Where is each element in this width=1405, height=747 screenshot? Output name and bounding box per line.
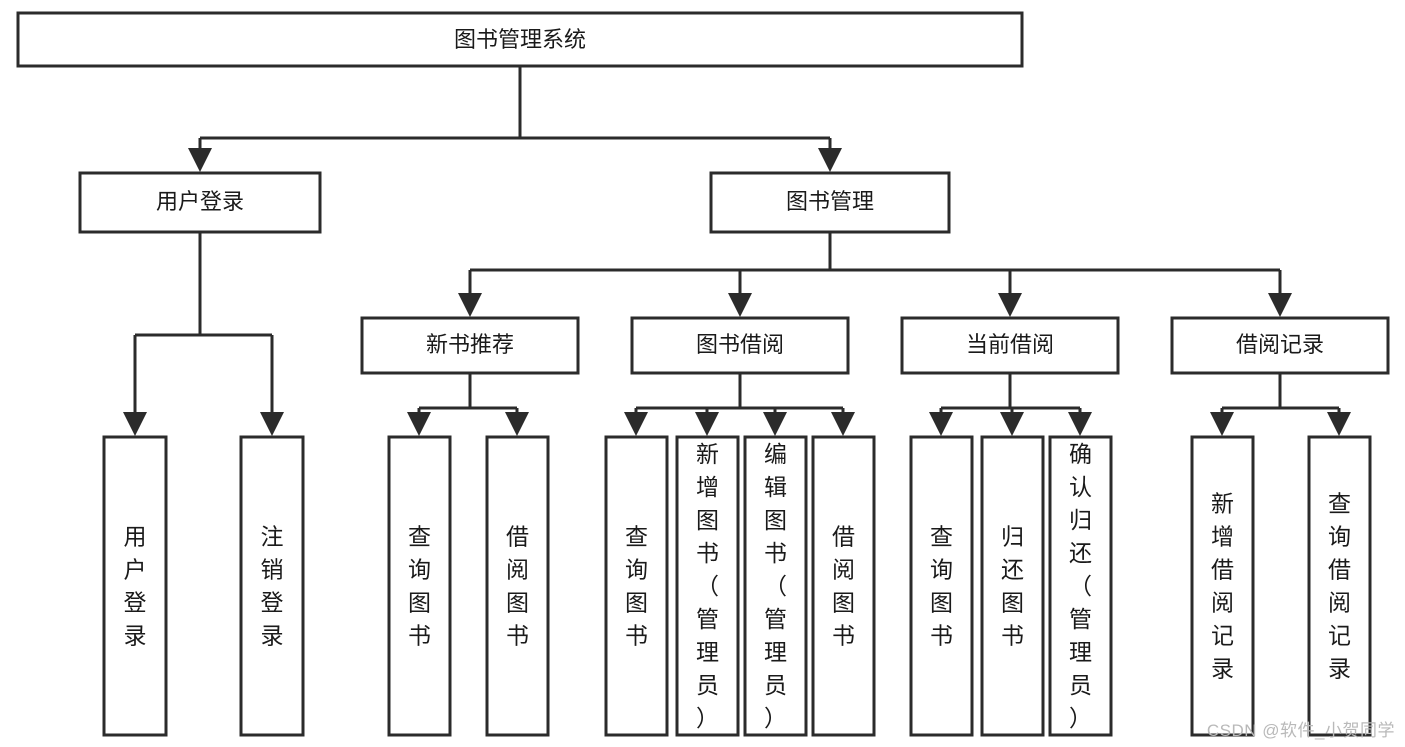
node-new-book-recommend[interactable]: 新书推荐 [360,316,580,375]
node-user-login[interactable]: 用户登录 [78,171,322,234]
node-leaf-edit-book[interactable]: 编辑图书（管理员） [743,435,808,737]
node-leaf-query-record-label: 查询借阅记录 [1328,491,1351,682]
node-leaf-add-record[interactable]: 新增借阅记录 [1190,435,1255,737]
node-borrow-record-label: 借阅记录 [1236,332,1324,357]
node-leaf-query-record[interactable]: 查询借阅记录 [1307,435,1372,737]
leaf-node-group: 用户登录 注销登录 查询图书 借阅图书 查询图书 新增图书（管理员） 编辑图书（管理员） 借阅… [102,435,1372,737]
node-leaf-borrow-book-2-box[interactable] [811,435,876,737]
node-new-book-recommend-label: 新书推荐 [426,332,514,357]
node-leaf-query-book-1[interactable]: 查询图书 [387,435,452,737]
node-leaf-borrow-book-2-label: 借阅图书 [832,524,855,649]
node-leaf-query-book-3-label: 查询图书 [930,524,953,649]
connector-group [123,66,1351,436]
node-leaf-add-book[interactable]: 新增图书（管理员） [675,435,740,737]
node-leaf-return-book-box[interactable] [980,435,1045,737]
node-leaf-add-record-box[interactable] [1190,435,1255,737]
node-book-manage-label: 图书管理 [786,189,874,214]
node-leaf-confirm-return-box[interactable] [1048,435,1113,737]
node-leaf-add-book-label: 新增图书（管理员） [696,441,719,731]
node-leaf-add-record-label: 新增借阅记录 [1211,491,1234,682]
node-leaf-return-book[interactable]: 归还图书 [980,435,1045,737]
node-root-box[interactable] [16,11,1024,68]
node-leaf-add-book-box[interactable] [675,435,740,737]
node-current-borrow-box[interactable] [900,316,1120,375]
node-leaf-query-book-2[interactable]: 查询图书 [604,435,669,737]
node-leaf-confirm-return[interactable]: 确认归还（管理员） [1048,435,1113,737]
node-borrow-record[interactable]: 借阅记录 [1170,316,1390,375]
node-leaf-return-book-label: 归还图书 [1001,524,1024,649]
node-leaf-user-login-box[interactable] [102,435,168,737]
node-leaf-logout[interactable]: 注销登录 [239,435,305,737]
node-leaf-query-record-box[interactable] [1307,435,1372,737]
node-leaf-query-book-2-box[interactable] [604,435,669,737]
node-leaf-query-book-1-box[interactable] [387,435,452,737]
node-borrow-record-box[interactable] [1170,316,1390,375]
node-leaf-borrow-book-2[interactable]: 借阅图书 [811,435,876,737]
node-current-borrow-label: 当前借阅 [966,332,1054,357]
node-leaf-borrow-book-1-label: 借阅图书 [506,524,529,649]
node-leaf-borrow-book-1-box[interactable] [485,435,550,737]
node-user-login-box[interactable] [78,171,322,234]
node-leaf-edit-book-box[interactable] [743,435,808,737]
node-book-borrow-label: 图书借阅 [696,332,784,357]
node-leaf-user-login[interactable]: 用户登录 [102,435,168,737]
node-leaf-query-book-1-label: 查询图书 [408,524,431,649]
node-leaf-borrow-book-1[interactable]: 借阅图书 [485,435,550,737]
node-root[interactable]: 图书管理系统 [16,11,1024,68]
node-leaf-logout-box[interactable] [239,435,305,737]
node-user-login-label: 用户登录 [156,189,244,214]
node-leaf-query-book-3[interactable]: 查询图书 [909,435,974,737]
node-leaf-query-book-3-box[interactable] [909,435,974,737]
node-root-label: 图书管理系统 [454,27,586,52]
node-leaf-user-login-label: 用户登录 [124,524,147,649]
node-leaf-edit-book-label: 编辑图书（管理员） [764,441,787,731]
node-book-borrow[interactable]: 图书借阅 [630,316,850,375]
node-leaf-logout-label: 注销登录 [261,524,284,649]
node-book-manage-box[interactable] [709,171,951,234]
node-leaf-confirm-return-label: 确认归还（管理员） [1069,441,1092,731]
node-current-borrow[interactable]: 当前借阅 [900,316,1120,375]
watermark-text: CSDN @软件_小贺同学 [1206,721,1395,740]
node-book-manage[interactable]: 图书管理 [709,171,951,234]
node-new-book-recommend-box[interactable] [360,316,580,375]
node-leaf-query-book-2-label: 查询图书 [625,524,648,649]
node-book-borrow-box[interactable] [630,316,850,375]
